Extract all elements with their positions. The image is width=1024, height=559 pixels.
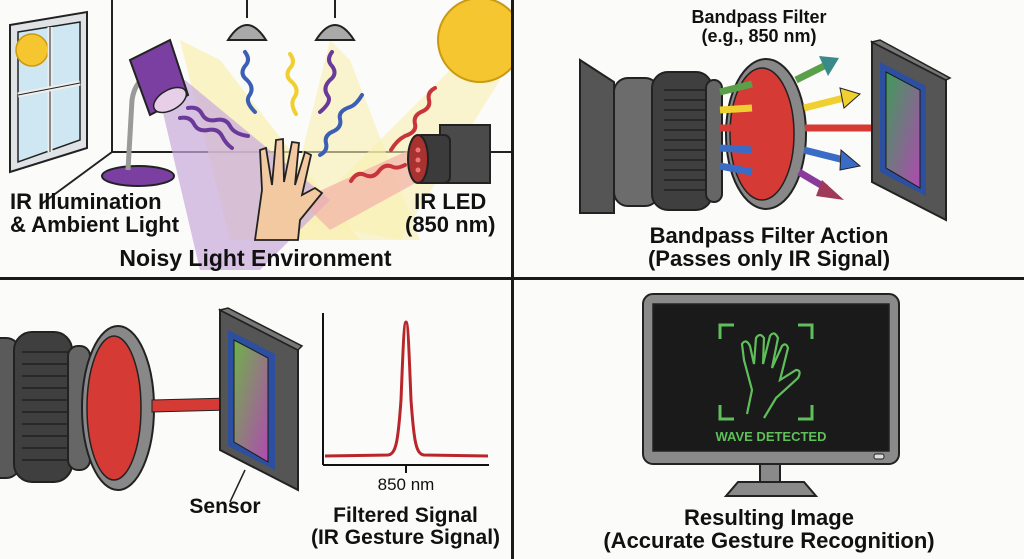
sensor-leader-line <box>229 469 246 503</box>
signal-peak-line <box>324 320 489 458</box>
wave-detected-text: WAVE DETECTED <box>715 429 827 444</box>
ir-led-label: IR LED (850 nm) <box>405 190 495 236</box>
bandpass-action-caption-line1: Bandpass Filter Action <box>649 223 889 248</box>
panel-bandpass-filter-action: Bandpass Filter (e.g., 850 nm) Bandpass … <box>514 0 1024 277</box>
ir-led-label-line1: IR LED <box>414 189 487 214</box>
desk-lamp-icon <box>101 38 190 187</box>
resulting-image-caption: Resulting Image (Accurate Gesture Recogn… <box>514 506 1024 552</box>
sun-icon <box>437 0 511 83</box>
panel-filtered-signal: Sensor 850 nm Filtered Signal (IR Gestur… <box>0 280 511 559</box>
horizontal-divider <box>0 277 1024 280</box>
monitor-illustration <box>642 293 900 497</box>
sensor-label: Sensor <box>189 495 261 518</box>
ir-led-label-line2: (850 nm) <box>405 212 496 238</box>
bandpass-filter-icon <box>725 58 807 210</box>
panel-noisy-light-environment: IR Illumination & Ambient Light IR LED (… <box>0 0 511 277</box>
bandpass-filter-label: Bandpass Filter (e.g., 850 nm) <box>644 8 874 46</box>
resulting-image-caption-line1: Resulting Image <box>684 505 854 530</box>
red-filter-icon <box>81 325 155 491</box>
filtered-signal-caption: Filtered Signal (IR Gesture Signal) <box>300 504 511 550</box>
detected-hand-icon <box>740 332 801 419</box>
detection-frame-icon <box>718 323 814 421</box>
filtered-signal-caption-line2: (IR Gesture Signal) <box>310 526 501 550</box>
window-icon <box>9 10 88 174</box>
x-axis-tick-label: 850 nm <box>377 475 435 494</box>
resulting-image-caption-line2: (Accurate Gesture Recognition) <box>603 528 935 554</box>
filtered-signal-illustration <box>0 307 489 503</box>
ceiling-lamp-icon <box>226 0 356 41</box>
hand-icon <box>253 137 324 241</box>
noisy-environment-illustration <box>0 0 511 277</box>
bandpass-filter-illustration <box>579 39 952 222</box>
monitor-icon <box>642 293 900 497</box>
bandpass-filter-label-line2: (e.g., 850 nm) <box>701 25 817 46</box>
camera-lens-icon <box>0 331 91 483</box>
image-sensor-icon <box>869 39 952 222</box>
signal-chart <box>322 313 489 473</box>
filtered-signal-caption-line1: Filtered Signal <box>333 504 478 527</box>
bandpass-filter-label-line1: Bandpass Filter <box>691 7 827 27</box>
noisy-environment-title: Noisy Light Environment <box>119 245 392 271</box>
bandpass-action-caption: Bandpass Filter Action (Passes only IR S… <box>574 224 964 270</box>
panel-resulting-image: WAVE DETECTED Resulting Image (Accurate … <box>514 280 1024 559</box>
camera-lens-icon <box>579 58 723 214</box>
ir-led-camera-icon <box>407 124 491 184</box>
ir-illumination-label: IR Illumination & Ambient Light <box>10 190 179 236</box>
ir-illumination-label-line1: IR Illumination <box>10 189 162 214</box>
image-sensor-icon <box>217 307 304 492</box>
power-button-icon <box>873 453 885 460</box>
bandpass-action-caption-line2: (Passes only IR Signal) <box>647 246 891 272</box>
ir-illumination-label-line2: & Ambient Light <box>10 212 180 238</box>
